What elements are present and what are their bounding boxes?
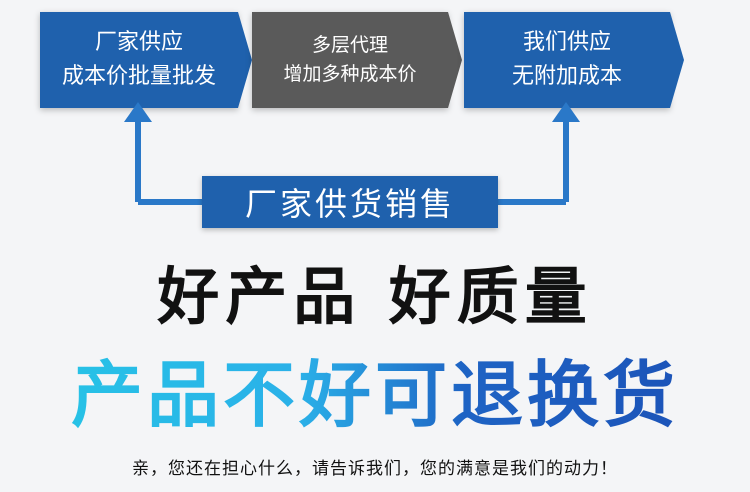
chevron-right-icon <box>448 12 462 108</box>
our-supply-box: 我们供应 无附加成本 <box>464 12 670 108</box>
factory-supply-box: 厂家供应 成本价批量批发 <box>40 12 238 108</box>
multi-agent-subtitle: 增加多种成本价 <box>283 63 417 85</box>
factory-supply-subtitle: 成本价批量批发 <box>61 64 216 89</box>
return-slogan: 产品不好可退换货 <box>0 336 750 441</box>
footer-note: 亲，您还在担心什么，请告诉我们，您的满意是我们的动力！ <box>132 459 618 479</box>
multi-agent-box: 多层代理 增加多种成本价 <box>252 12 448 108</box>
multi-agent-title: 多层代理 <box>311 33 388 56</box>
our-supply-title: 我们供应 <box>522 29 611 55</box>
chevron-right-icon <box>670 12 684 108</box>
chevron-right-icon <box>238 12 252 108</box>
our-supply-subtitle: 无附加成本 <box>511 64 622 89</box>
factory-supply-title: 厂家供应 <box>94 29 183 55</box>
factory-sales-banner: 厂家供货销售 <box>202 176 498 228</box>
flow-arrows <box>124 102 580 205</box>
arrow-up-icon <box>124 102 152 122</box>
arrow-up-icon <box>552 102 580 122</box>
headline: 好产品 好质量 <box>157 260 593 333</box>
